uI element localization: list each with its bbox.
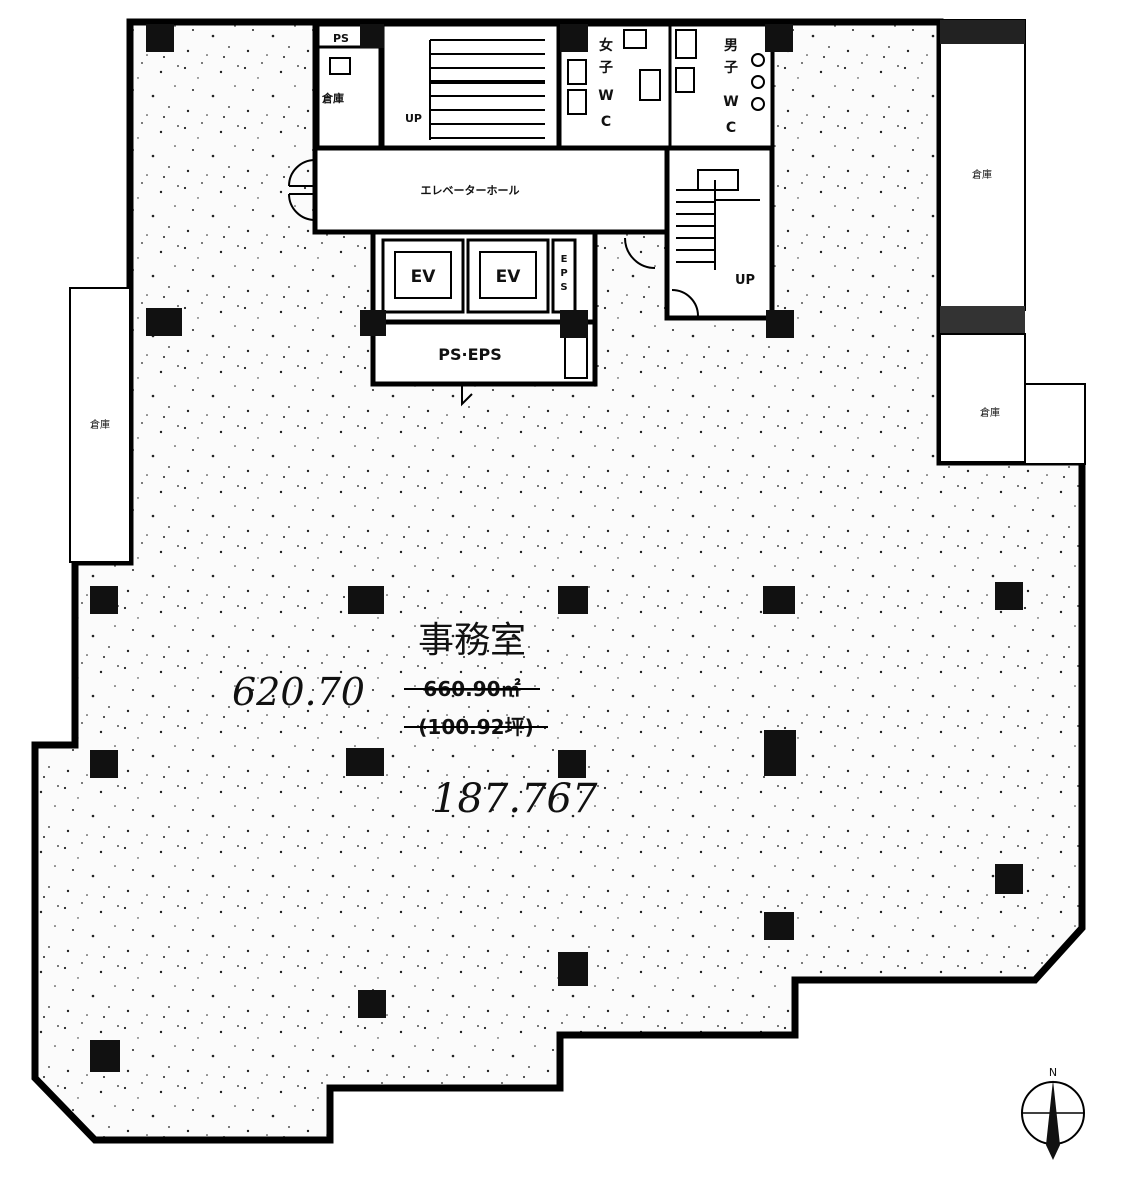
svg-text:子: 子 <box>724 60 738 76</box>
balcony-right-bottom-label: 倉庫 <box>980 406 1000 419</box>
eps-label: E P S <box>560 254 567 293</box>
stair-2 <box>664 145 775 321</box>
womens-wc-stalls <box>567 29 661 115</box>
ps-eps-label: PS·EPS <box>438 345 502 364</box>
handwritten-area-tsubo: 187.767 <box>432 776 598 822</box>
balcony-right-top <box>939 19 1026 311</box>
elevator-hall-label: エレベーターホール <box>421 184 520 197</box>
balcony-right-ext <box>1024 383 1086 465</box>
office-title: 事務室 <box>418 620 526 661</box>
handwritten-area-sqm: 620.70 <box>232 670 365 714</box>
ev1-label: EV <box>411 267 437 287</box>
svg-text:女: 女 <box>599 37 613 54</box>
hall-doors <box>288 159 316 221</box>
mens-wc <box>668 23 774 149</box>
elevator-1-car <box>394 251 452 299</box>
up-stair-2-label: UP <box>735 273 755 288</box>
ps-eps-door <box>461 384 473 407</box>
svg-text:E: E <box>561 254 568 265</box>
svg-text:子: 子 <box>599 60 613 76</box>
columns <box>90 24 1023 1072</box>
stair-2-door <box>671 289 699 317</box>
corridor-door <box>624 237 656 269</box>
svg-text:男: 男 <box>724 38 738 54</box>
up-stair-1-label: UP <box>405 112 422 125</box>
balcony-left <box>69 287 131 563</box>
svg-text:S: S <box>560 282 567 293</box>
svg-text:W: W <box>598 88 613 104</box>
ev2-label: EV <box>496 267 522 287</box>
mens-wc-fixtures <box>675 29 765 111</box>
womens-wc-label: 女 子 W C <box>598 37 613 130</box>
svg-text:C: C <box>726 120 736 136</box>
balcony-right-divider <box>940 306 1025 334</box>
balcony-right-bottom <box>939 333 1026 463</box>
elevator-2-car <box>479 251 537 299</box>
north-arrow: N <box>1021 1066 1085 1160</box>
north-label: N <box>1049 1066 1057 1079</box>
ps-label: PS <box>333 32 349 45</box>
stair-1 <box>381 23 560 149</box>
svg-text:W: W <box>723 94 738 110</box>
balcony-left-label: 倉庫 <box>90 418 110 431</box>
stair-2-treads <box>676 169 760 270</box>
mens-wc-label: 男 子 W C <box>723 38 738 136</box>
storage-label: 倉庫 <box>321 91 344 105</box>
stair-1-treads <box>429 39 545 140</box>
storage-fixture <box>329 57 351 75</box>
ps-eps-room <box>370 319 598 387</box>
balcony-right-top-cap <box>940 20 1025 44</box>
balcony-right-top-label: 倉庫 <box>972 168 992 181</box>
svg-text:C: C <box>601 114 611 130</box>
svg-text:P: P <box>560 268 567 279</box>
